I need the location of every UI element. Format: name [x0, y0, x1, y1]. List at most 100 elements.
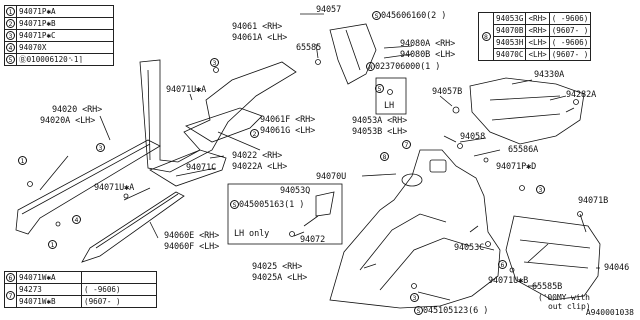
- legend-key: 5: [6, 54, 15, 64]
- part-label: 65586A: [508, 145, 539, 155]
- legend-part: 94071P✱C: [16, 29, 114, 42]
- legend-key: 6: [6, 272, 15, 282]
- legend-range: ( -9606): [548, 12, 592, 25]
- legend-range: (9607- ): [548, 24, 592, 37]
- callout-4: 4: [72, 215, 81, 224]
- part-label: 94053B <LH>: [352, 127, 408, 137]
- legend-part: 94071P✱A: [16, 5, 114, 18]
- callout-3: 3: [96, 143, 105, 152]
- legend-part: 94070C: [492, 48, 527, 61]
- part-label: 94022 <RH>: [232, 151, 283, 161]
- part-label: 94057B: [432, 87, 463, 97]
- legend-key: 1: [6, 6, 15, 16]
- sill-trim-left: [15, 139, 161, 235]
- legend-part: 94273: [16, 283, 82, 296]
- legend-key: 4: [6, 42, 15, 52]
- part-label: 94080A <RH>: [400, 39, 456, 49]
- legend-side: <RH>: [525, 24, 550, 37]
- bolt-callout: S: [414, 306, 423, 315]
- part-label: 94053C: [454, 243, 485, 253]
- bolt-callout: S: [230, 200, 239, 209]
- legend-bottom-left: 6 94071W✱A 7 94273 ( -9606) 94071W✱B (96…: [4, 271, 157, 308]
- part-number: 045606160(2 ): [381, 11, 447, 21]
- legend-range: ( -9606): [548, 36, 592, 49]
- bolt-callout: S: [372, 11, 381, 20]
- callout-3: 3: [536, 185, 545, 194]
- part-label: 94061 <RH>: [232, 22, 283, 32]
- callout-8: 8: [380, 152, 389, 161]
- part-label: 94071B: [578, 196, 609, 206]
- lh-only-label: LH only: [234, 229, 270, 239]
- callout-3: 3: [410, 293, 419, 302]
- part-label: 94282A: [566, 90, 597, 100]
- legend-side: <RH>: [525, 12, 550, 25]
- part-label: 94022A <LH>: [232, 162, 288, 172]
- part-label: 94060F <LH>: [164, 242, 220, 252]
- legend-key: 8: [481, 31, 491, 41]
- part-label: 94058: [460, 132, 486, 142]
- lh-label: LH: [384, 101, 395, 111]
- legend-part: 94071W✱B: [16, 295, 82, 308]
- legend-part: 94071P✱B: [16, 17, 114, 30]
- part-label: 94046: [604, 263, 630, 273]
- part-label: 94072: [300, 235, 326, 245]
- callout-3: 3: [210, 58, 219, 67]
- legend-key: 3: [6, 30, 15, 40]
- legend-key: 7: [6, 290, 15, 300]
- part-label: 94071U✱B: [488, 276, 529, 286]
- quarter-trim-upper: [185, 107, 263, 143]
- lh-only-inset-frame: [227, 183, 343, 245]
- pillar-lower-trim: [81, 191, 185, 263]
- callout-1: 1: [48, 240, 57, 249]
- part-label: 94020A <LH>: [40, 116, 96, 126]
- legend-part: Ⓑ010006120␈1⌉: [16, 53, 114, 66]
- legend-part: 94070X: [16, 41, 114, 54]
- legend-part: 94053G: [492, 12, 527, 25]
- callout-2: 2: [250, 129, 259, 138]
- part-label: 94057: [316, 5, 342, 15]
- center-trim: [149, 149, 227, 187]
- callout-1: 1: [18, 156, 27, 165]
- part-label: 94020 <RH>: [52, 105, 103, 115]
- legend-range: [81, 271, 157, 284]
- part-label: 94061F <RH>: [260, 115, 316, 125]
- part-label: 94061G <LH>: [260, 126, 316, 136]
- legend-part: 94071W✱A: [16, 271, 82, 284]
- rear-panel-trim: [469, 77, 585, 145]
- part-label: 65585: [296, 43, 322, 53]
- part-label: 94053A <RH>: [352, 116, 408, 126]
- part-label: 94070U: [316, 172, 347, 182]
- part-label: 94071U✱A: [94, 183, 135, 193]
- figure-number: A940001038: [585, 308, 634, 317]
- part-number: 023706000(1 ): [375, 62, 441, 72]
- legend-range: (9607- ): [548, 48, 592, 61]
- part-label: 94025A <LH>: [252, 273, 308, 283]
- lh-inset-frame: [375, 77, 407, 115]
- legend-key: 2: [6, 18, 15, 28]
- part-label: 94060E <RH>: [164, 231, 220, 241]
- legend-top-right: 8 94053G <RH> ( -9606) 94070B <RH> (9607…: [478, 12, 592, 61]
- legend-side: <LH>: [525, 36, 550, 49]
- part-label: 65585B: [532, 282, 563, 292]
- part-label: 94071C: [186, 163, 217, 173]
- part-label: 94071U✱A: [166, 85, 207, 95]
- callout-7: 7: [402, 140, 411, 149]
- cargo-side-trim: [505, 215, 601, 301]
- callout-6: 6: [498, 260, 507, 269]
- part-label: 94330A: [534, 70, 565, 80]
- callout-5: 5: [375, 84, 384, 93]
- legend-side: <LH>: [525, 48, 550, 61]
- legend-part: 94070B: [492, 24, 527, 37]
- part-label: 94053Q: [280, 186, 311, 196]
- upper-rear-bracket: [329, 23, 377, 85]
- inset-trim-piece: [315, 191, 335, 217]
- legend-range: (9607- ): [81, 295, 157, 308]
- legend-range: ( -9606): [81, 283, 157, 296]
- part-label: 94025 <RH>: [252, 262, 303, 272]
